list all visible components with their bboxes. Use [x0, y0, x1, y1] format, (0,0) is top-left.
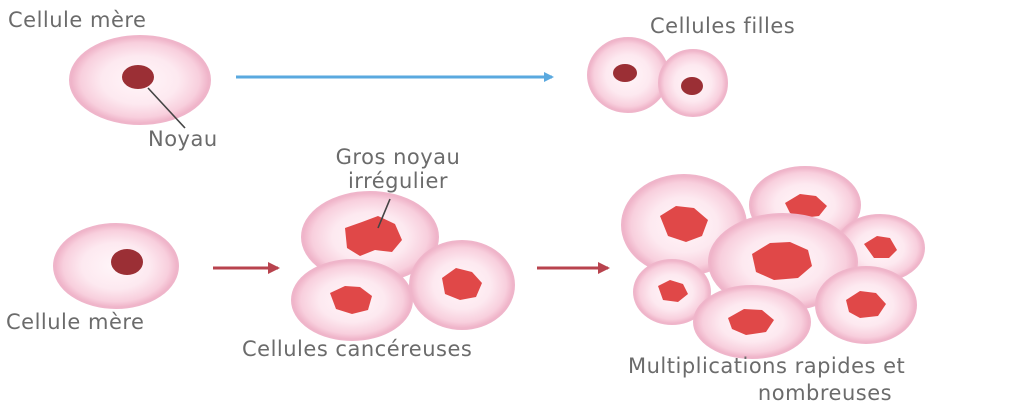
- large-nucleus-label-line1: Gros noyau: [336, 145, 461, 169]
- normal-nucleus: [122, 65, 154, 89]
- cancer-cells-cluster: [292, 192, 514, 340]
- mother-cell-top-label: Cellule mère: [8, 8, 146, 32]
- daughter-cells-label: Cellules filles: [650, 14, 795, 38]
- normal-nucleus-bottom: [111, 249, 143, 275]
- nucleus-label: Noyau: [148, 127, 218, 151]
- mother-cell-top: [70, 36, 210, 124]
- daughter-nucleus-1: [613, 64, 637, 82]
- mother-cell-bottom-label: Cellule mère: [6, 310, 144, 334]
- cancer-cells-label: Cellules cancéreuses: [242, 337, 472, 361]
- rapid-multiplication-cluster: [622, 167, 924, 358]
- daughter-cells: [588, 38, 727, 116]
- mother-cell-bottom: [54, 224, 178, 308]
- daughter-nucleus-2: [681, 77, 703, 95]
- large-nucleus-label-line2: irrégulier: [348, 169, 448, 193]
- rapid-multiplication-label-line1: Multiplications rapides et: [628, 354, 905, 378]
- rapid-multiplication-label-line2: nombreuses: [758, 381, 892, 405]
